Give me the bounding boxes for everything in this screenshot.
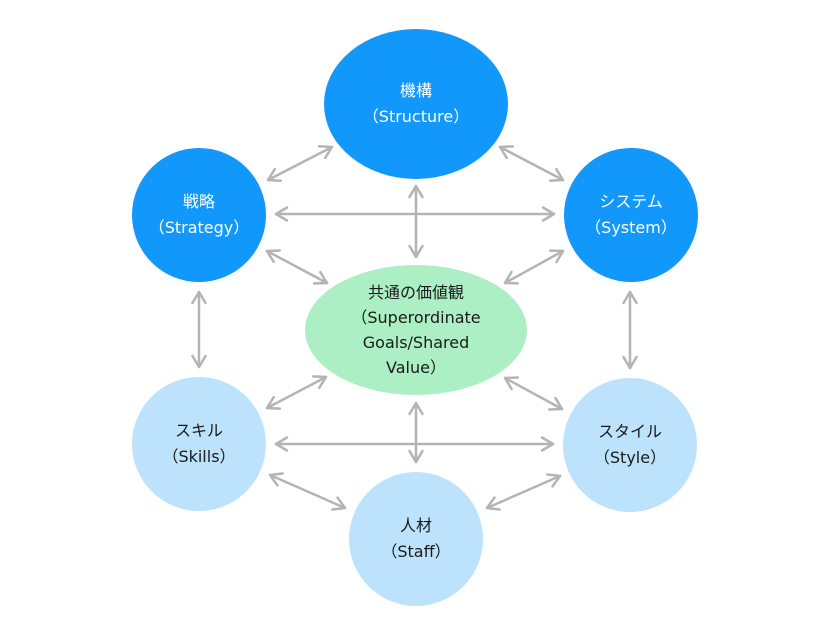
arrow-style-staff [485,473,562,511]
node-system-label: システム （System） [564,189,698,241]
label-line: （Staff） [381,542,451,561]
label-line: （Style） [593,448,667,467]
label-line: Goals/Shared [362,333,470,352]
node-strategy: 戦略 （Strategy） [132,148,266,282]
node-skills: スキル （Skills） [132,377,266,511]
node-system: システム （System） [564,148,698,282]
node-shared-value: 共通の価値観 （Superordinate Goals/Shared Value… [305,265,527,395]
node-strategy-label: 戦略 （Strategy） [132,189,266,241]
label-line: スキル [174,421,223,440]
label-line: （Skills） [162,447,236,466]
label-line: （Superordinate [351,308,481,327]
arrow-skills-staff [268,472,347,511]
label-line: （System） [585,218,677,237]
node-structure: 機構 （Structure） [324,29,508,179]
label-line: Value） [386,358,446,377]
node-style-label: スタイル （Style） [563,419,697,471]
label-line: （Structure） [362,107,470,126]
arrow-system-sharedvalue [503,249,565,285]
node-style: スタイル （Style） [563,378,697,512]
node-staff-label: 人材 （Staff） [349,513,483,565]
node-structure-label: 機構 （Structure） [324,78,508,130]
label-line: 機構 [399,81,432,100]
arrow-strategy-sharedvalue [265,249,329,285]
label-line: 戦略 [182,192,215,211]
arrow-style-sharedvalue [503,376,564,411]
label-line: スタイル [597,422,662,441]
arrow-structure-system [498,145,565,182]
label-line: （Strategy） [148,218,250,237]
node-staff: 人材 （Staff） [349,472,483,606]
label-line: システム [599,192,663,211]
node-skills-label: スキル （Skills） [132,418,266,470]
label-line: 人材 [399,516,432,535]
arrow-skills-sharedvalue [265,375,328,410]
arrow-strategy-structure [266,145,334,182]
label-line: 共通の価値観 [367,283,464,302]
node-shared-value-label: 共通の価値観 （Superordinate Goals/Shared Value… [305,280,527,380]
